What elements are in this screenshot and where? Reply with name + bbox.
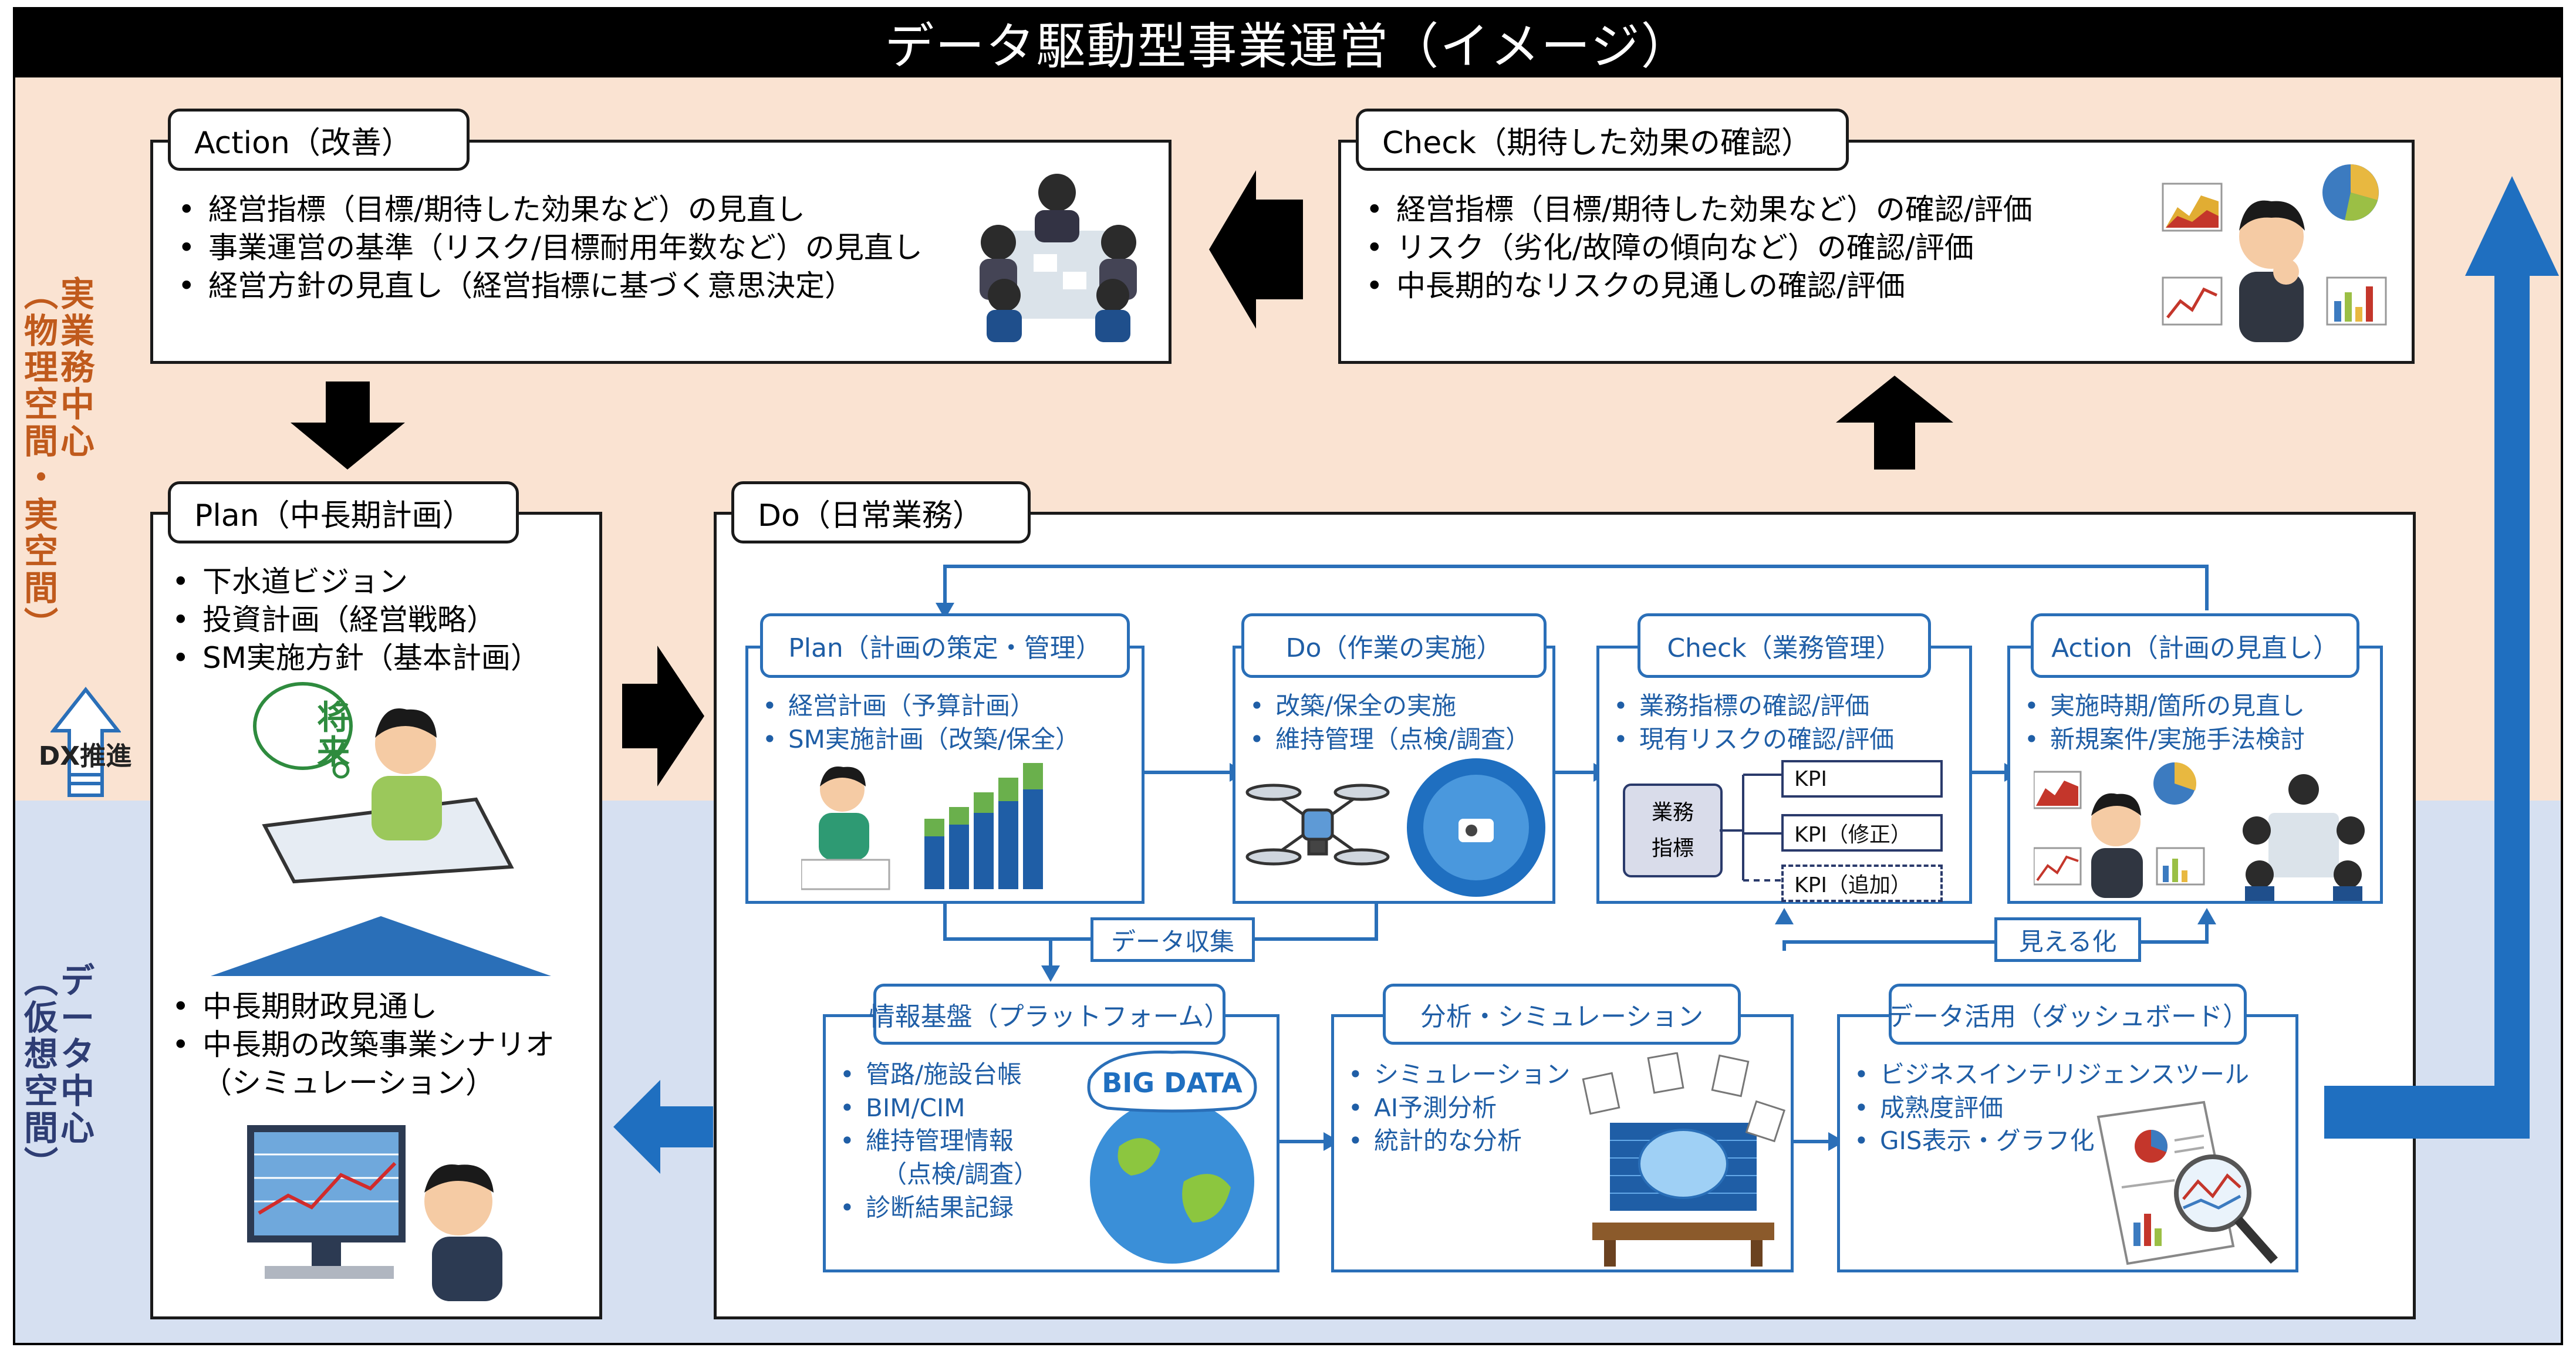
action-list: 経営指標（目標/期待した効果など）の見直し 事業運営の基準（リスク/目標耐用年数…	[165, 191, 923, 305]
dx-label: DX推進	[38, 741, 132, 771]
triangle-shape	[211, 916, 551, 976]
do-plan-list: 経営計画（予算計画） SM実施計画（改築/保全）	[752, 690, 1080, 756]
do-check-list: 業務指標の確認/評価 現有リスクの確認/評価	[1603, 690, 1894, 756]
action-item: 経営方針の見直し（経営指標に基づく意思決定）	[165, 267, 923, 305]
do-action-list: 実施時期/箇所の見直し 新規案件/実施手法検討	[2014, 690, 2305, 756]
check-list: 経営指標（目標/期待した効果など）の確認/評価 リスク（劣化/故障の傾向など）の…	[1353, 191, 2033, 305]
do-action-box: 実施時期/箇所の見直し 新規案件/実施手法検討	[2007, 646, 2383, 904]
plan-lower-item: （シミュレーション）	[202, 1066, 495, 1100]
plan-tab: Plan（中長期計画）	[168, 481, 519, 543]
platform-tab: 情報基盤（プラットフォーム）	[869, 984, 1230, 1045]
analysis-item: シミュレーション	[1338, 1058, 1570, 1092]
data-collection-label: データ収集	[1091, 917, 1255, 962]
side-label-physical-main: 実業務中心	[60, 274, 95, 461]
platform-item: （点検/調査）	[882, 1160, 1039, 1189]
plan-box: 下水道ビジョン 投資計画（経営戦略） SM実施方針（基本計画） 将来 中長期財政…	[150, 512, 602, 1319]
check-tab: Check（期待した効果の確認）	[1356, 109, 1849, 171]
platform-item: 診断結果記録	[829, 1191, 1038, 1225]
simulation-monitor-illustration	[247, 1125, 502, 1301]
do-do-box: 改築/保全の実施 維持管理（点検/調査）	[1233, 646, 1555, 904]
big-data-badge: BIG DATA	[1102, 1067, 1243, 1099]
metric-to-kpi-lines	[1720, 774, 1781, 882]
side-label-physical-sub: ︵物理空間・実空間︶	[23, 274, 58, 645]
plan-item: 投資計画（経営戦略）	[159, 601, 540, 639]
drone-and-pipe-inspection-illustration	[1245, 758, 1545, 897]
analysis-item: 統計的な分析	[1338, 1125, 1570, 1158]
dashboard-box: ビジネスインテリジェンスツール 成熟度評価 GIS表示・グラフ化	[1837, 1014, 2298, 1272]
platform-item: 維持管理情報	[829, 1125, 1038, 1158]
action-item: 事業運営の基準（リスク/目標耐用年数など）の見直し	[165, 229, 923, 267]
do-plan-box: 経営計画（予算計画） SM実施計画（改築/保全）	[745, 646, 1144, 904]
dashboard-tab: データ活用（ダッシュボード）	[1887, 984, 2248, 1045]
do-check-item: 現有リスクの確認/評価	[1603, 723, 1894, 757]
business-metric-node: 業務 指標	[1623, 784, 1723, 877]
plan-item: 下水道ビジョン	[159, 563, 540, 601]
do-plan-item: 経営計画（予算計画）	[752, 690, 1080, 723]
side-label-virtual-main: データ中心	[60, 961, 95, 1148]
platform-box: 管路/施設台帳 BIM/CIM 維持管理情報 （点検/調査） 診断結果記録 BI…	[823, 1014, 1279, 1272]
plan-lower-item: 中長期の改築事業シナリオ	[159, 1026, 555, 1064]
check-box: 経営指標（目標/期待した効果など）の確認/評価 リスク（劣化/故障の傾向など）の…	[1338, 140, 2415, 364]
dashboard-item: GIS表示・グラフ化	[1844, 1125, 2249, 1158]
check-item: 経営指標（目標/期待した効果など）の確認/評価	[1353, 191, 2033, 229]
kpi-added-node: KPI（追加）	[1781, 865, 1943, 902]
plan-list: 下水道ビジョン 投資計画（経営戦略） SM実施方針（基本計画）	[159, 563, 540, 677]
platform-item: 管路/施設台帳	[829, 1058, 1038, 1092]
platform-to-plan-arrow	[613, 1080, 713, 1174]
analyst-with-charts-illustration	[2162, 164, 2387, 342]
side-label-physical: 実業務中心 ︵物理空間・実空間︶	[21, 276, 97, 643]
side-label-virtual: データ中心 ︵仮想空間︶	[21, 963, 97, 1183]
kpi-node: KPI	[1781, 760, 1943, 798]
do-check-tab: Check（業務管理）	[1638, 613, 1931, 678]
do-do-item: 改築/保全の実施	[1239, 690, 1530, 723]
do-action-item: 実施時期/箇所の見直し	[2014, 690, 2305, 723]
report-magnifier-illustration	[2096, 1100, 2278, 1265]
do-plan-item: SM実施計画（改築/保全）	[752, 723, 1080, 757]
check-item: リスク（劣化/故障の傾向など）の確認/評価	[1353, 229, 2033, 267]
analysis-box: シミュレーション AI予測分析 統計的な分析	[1331, 1014, 1794, 1272]
review-meeting-illustration	[2034, 762, 2365, 901]
visualize-label: 見える化	[1994, 917, 2141, 962]
dashboard-to-check-arrow	[2324, 176, 2559, 1139]
planner-bar-chart-illustration	[801, 763, 1043, 890]
action-item: 経営指標（目標/期待した効果など）の見直し	[165, 191, 923, 229]
action-tab: Action（改善）	[168, 109, 470, 171]
do-do-tab: Do（作業の実施）	[1241, 613, 1547, 678]
do-action-item: 新規案件/実施手法検討	[2014, 723, 2305, 757]
action-box: 経営指標（目標/期待した効果など）の見直し 事業運営の基準（リスク/目標耐用年数…	[150, 140, 1171, 364]
do-action-tab: Action（計画の見直し）	[2031, 613, 2359, 678]
big-data-globe-illustration	[1087, 1051, 1257, 1264]
diagram-title: データ駆動型事業運営（イメージ）	[13, 7, 2563, 77]
plan-lower-item: 中長期財政見通し	[159, 988, 555, 1026]
do-check-box: 業務指標の確認/評価 現有リスクの確認/評価 業務 指標 KPI KPI（修正）…	[1596, 646, 1972, 904]
plan-item: SM実施方針（基本計画）	[159, 639, 540, 677]
plan-lower-list: 中長期財政見通し 中長期の改築事業シナリオ （シミュレーション）	[159, 988, 555, 1102]
analysis-list: シミュレーション AI予測分析 統計的な分析	[1338, 1058, 1570, 1158]
do-do-item: 維持管理（点検/調査）	[1239, 723, 1530, 757]
future-planning-illustration	[253, 682, 514, 884]
platform-item: BIM/CIM	[829, 1092, 1038, 1125]
do-check-item: 業務指標の確認/評価	[1603, 690, 1894, 723]
analysis-item: AI予測分析	[1338, 1092, 1570, 1125]
do-do-list: 改築/保全の実施 維持管理（点検/調査）	[1239, 690, 1530, 756]
analysis-tab: 分析・シミュレーション	[1383, 984, 1741, 1045]
future-bubble-text: 将来	[317, 699, 350, 772]
do-plan-tab: Plan（計画の策定・管理）	[760, 613, 1130, 678]
platform-list: 管路/施設台帳 BIM/CIM 維持管理情報 （点検/調査） 診断結果記録	[829, 1058, 1038, 1224]
dx-up-arrow	[50, 687, 121, 797]
check-item: 中長期的なリスクの見通しの確認/評価	[1353, 267, 2033, 305]
dashboard-list: ビジネスインテリジェンスツール 成熟度評価 GIS表示・グラフ化	[1844, 1058, 2249, 1158]
dashboard-item: ビジネスインテリジェンスツール	[1844, 1058, 2249, 1092]
do-tab: Do（日常業務）	[731, 481, 1031, 543]
ai-brain-illustration	[1582, 1052, 1786, 1267]
kpi-revised-node: KPI（修正）	[1781, 814, 1943, 852]
dashboard-item: 成熟度評価	[1844, 1092, 2249, 1125]
side-label-virtual-sub: ︵仮想空間︶	[23, 961, 58, 1185]
bar-stack	[924, 763, 1043, 889]
meeting-people-illustration	[980, 174, 1137, 342]
